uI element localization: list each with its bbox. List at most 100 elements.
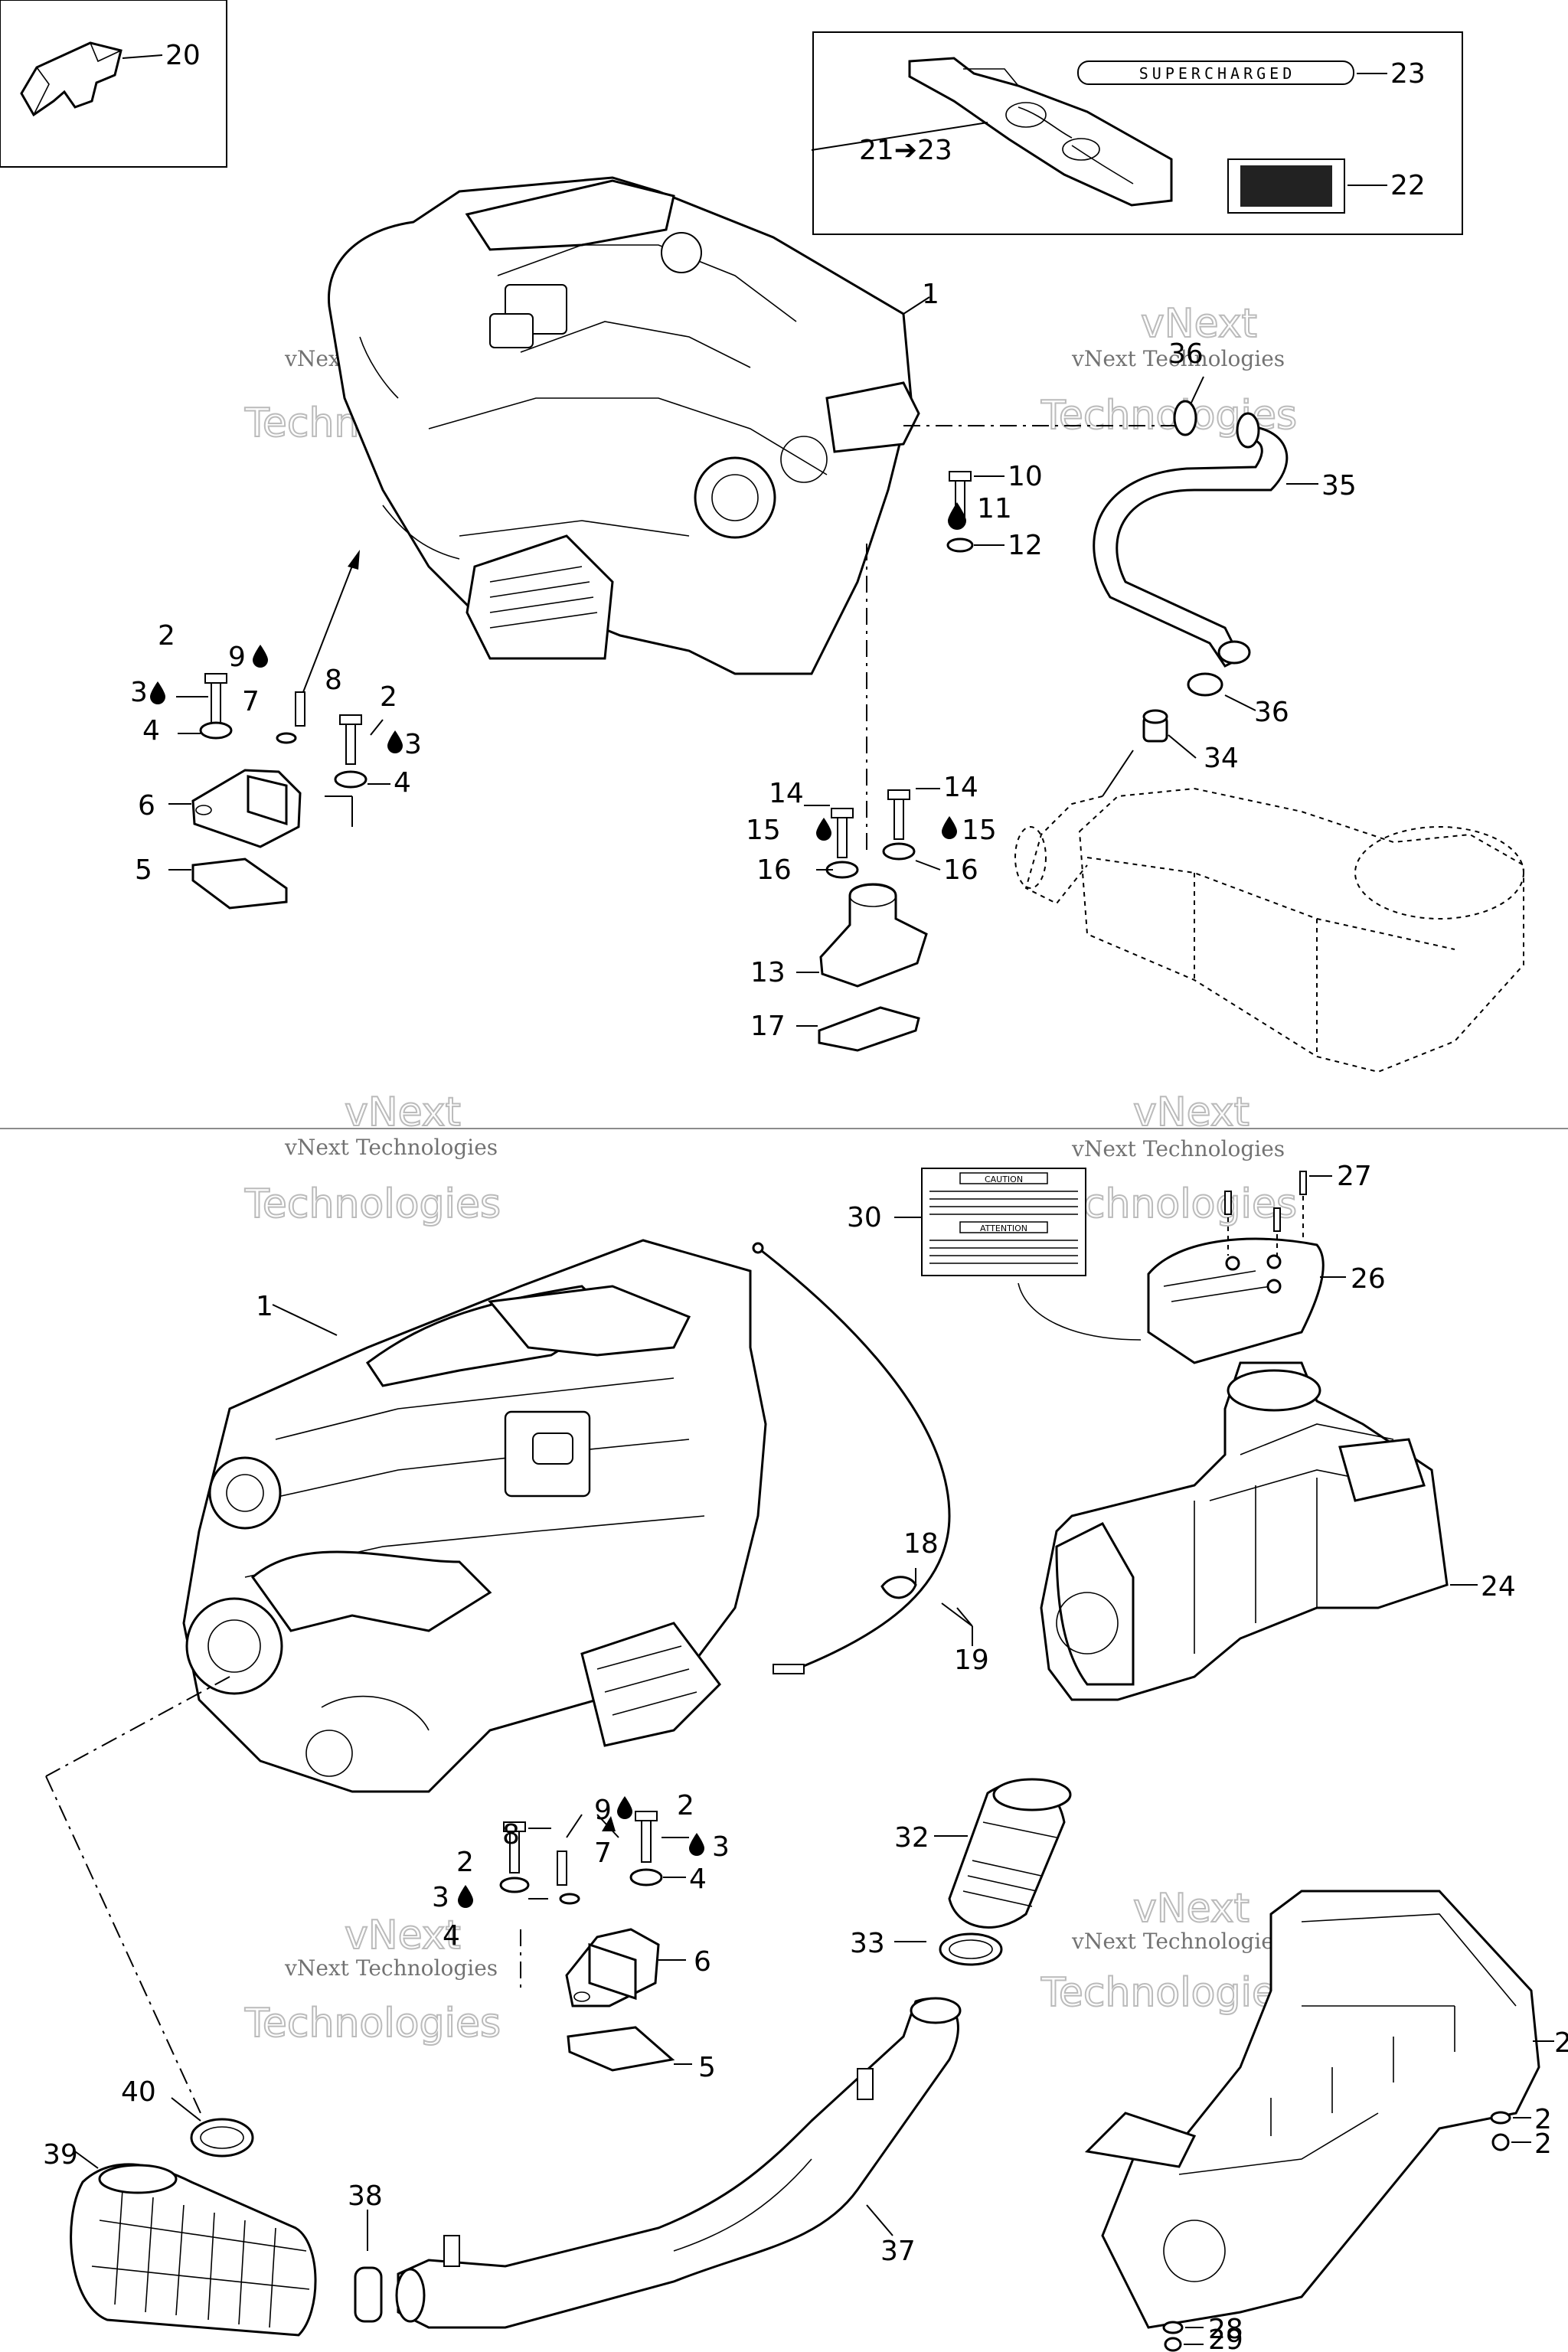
cover-26 (1018, 1237, 1346, 1364)
mount-13 (796, 788, 941, 1052)
callout-27: 27 (1337, 1161, 1372, 1192)
svg-text:Technologies: Technologies (244, 2001, 501, 2047)
tube-37 (395, 1997, 962, 2329)
callout-2-b: 2 (380, 681, 397, 713)
drop-icon (816, 818, 831, 841)
svg-text:vNext: vNext (1133, 1886, 1250, 1932)
callout-26: 26 (1351, 1263, 1386, 1295)
supercharged-decal-23: SUPERCHARGED (1077, 60, 1387, 85)
drop-icon (948, 502, 966, 530)
clamp-40 (171, 2097, 254, 2158)
drop-icon (150, 681, 165, 704)
svg-text:Technologies: Technologies (244, 1181, 501, 1227)
callout-1-top: 1 (922, 279, 939, 310)
callout-5-a: 5 (135, 854, 152, 886)
callout-15-a: 15 (746, 815, 781, 846)
callout-2-c: 2 (677, 1790, 694, 1821)
clamp-33 (894, 1932, 1003, 1966)
svg-text:Technologies: Technologies (1040, 1970, 1297, 2016)
screws-27 (1224, 1171, 1332, 1256)
callout-13: 13 (750, 957, 786, 988)
callout-21-23: 21➔23 (859, 135, 952, 166)
caution-decal-30: CAUTION ATTENTION (894, 1168, 1086, 1276)
callout-36-top: 36 (1168, 338, 1204, 370)
callout-16-a: 16 (756, 854, 792, 886)
callout-labels: 20 23 21➔23 22 1 36 35 10 11 12 2 9 3 8 … (43, 40, 1568, 2352)
callout-8-b: 8 (502, 1819, 520, 1851)
svg-text:vNext Technologies: vNext Technologies (284, 1135, 498, 1160)
callout-38: 38 (348, 2180, 383, 2212)
warning-decal-22 (1227, 158, 1387, 214)
callout-2-edge: 2 (1554, 2027, 1568, 2059)
callout-33: 33 (850, 1928, 885, 1959)
callout-12: 12 (1008, 530, 1043, 561)
callout-24: 24 (1481, 1571, 1516, 1602)
callout-37: 37 (880, 2236, 916, 2267)
callout-6-a: 6 (138, 790, 155, 822)
svg-text:ATTENTION: ATTENTION (980, 1223, 1027, 1233)
callout-36-bottom: 36 (1254, 697, 1289, 728)
callout-20: 20 (165, 40, 201, 71)
svg-text:CAUTION: CAUTION (985, 1174, 1023, 1184)
svg-text:vNext: vNext (1141, 301, 1257, 347)
callout-9-b: 9 (594, 1795, 612, 1826)
callout-15-b: 15 (962, 815, 997, 846)
drop-icon (617, 1796, 632, 1819)
drop-icon (458, 1885, 473, 1908)
cable-19 (752, 1242, 973, 1674)
duct-39 (70, 2151, 317, 2337)
callout-19: 19 (954, 1645, 989, 1676)
callout-1-bottom: 1 (256, 1291, 273, 1322)
svg-text:vNext: vNext (1133, 1089, 1250, 1135)
callout-17: 17 (750, 1011, 786, 1042)
callout-3-c: 3 (712, 1831, 730, 1863)
arrow-mount-to-engine (302, 550, 360, 693)
hose-35 (1093, 412, 1318, 668)
callout-34: 34 (1204, 743, 1239, 774)
callout-2-d: 2 (456, 1847, 474, 1878)
callout-22: 22 (1390, 170, 1426, 201)
callout-30: 30 (847, 1202, 882, 1233)
hardware-28-29 (1162, 2111, 1531, 2352)
clamp-36-bottom (1187, 672, 1256, 711)
callout-3-b: 3 (404, 729, 422, 760)
callout-2-a: 2 (158, 620, 175, 652)
air-intake-silencer-top (1014, 750, 1524, 1073)
callout-14-a: 14 (769, 778, 804, 809)
loctite-drop-icons (150, 502, 966, 1908)
drop-icon (387, 730, 403, 753)
callout-28-edge: 2 (1534, 2104, 1552, 2135)
callout-9-a: 9 (228, 642, 246, 673)
clamp-36-top (1173, 376, 1204, 436)
clamp-38 (354, 2210, 383, 2323)
callout-3-a: 3 (130, 677, 148, 708)
svg-text:vNext: vNext (345, 1089, 461, 1135)
air-intake-silencer-24 (1040, 1361, 1478, 1701)
clip-18 (880, 1568, 917, 1599)
adapter-32 (934, 1778, 1072, 1929)
callout-18: 18 (903, 1528, 939, 1560)
inset-frame-decals (812, 31, 1463, 235)
svg-text:vNext Technologies: vNext Technologies (1071, 1136, 1285, 1161)
callout-4-d: 4 (443, 1920, 460, 1952)
callout-14-b: 14 (943, 772, 978, 803)
leader-engine-to-duct39 (45, 1676, 230, 1777)
callout-40: 40 (121, 2076, 156, 2108)
svg-text:vNext Technologies: vNext Technologies (284, 1955, 498, 1981)
bumper-part-20 (20, 41, 163, 117)
svg-text:vNext Technologies: vNext Technologies (1071, 1929, 1285, 1954)
callout-4-c: 4 (689, 1864, 707, 1895)
mount-front-left-top (168, 673, 390, 910)
callout-8-a: 8 (325, 665, 342, 696)
callout-28: 28 (1208, 2314, 1243, 2345)
callout-35: 35 (1321, 470, 1357, 501)
callout-39: 39 (43, 2139, 78, 2171)
callout-32: 32 (894, 1822, 929, 1854)
svg-text:vNext: vNext (345, 1913, 461, 1958)
engine-assembly-1-bottom (182, 1239, 767, 1793)
inset-frame-bumper (0, 0, 227, 168)
callout-29-edge: 2 (1534, 2128, 1552, 2160)
fitting-34 (1142, 709, 1197, 759)
svg-text:SUPERCHARGED: SUPERCHARGED (1139, 64, 1296, 83)
